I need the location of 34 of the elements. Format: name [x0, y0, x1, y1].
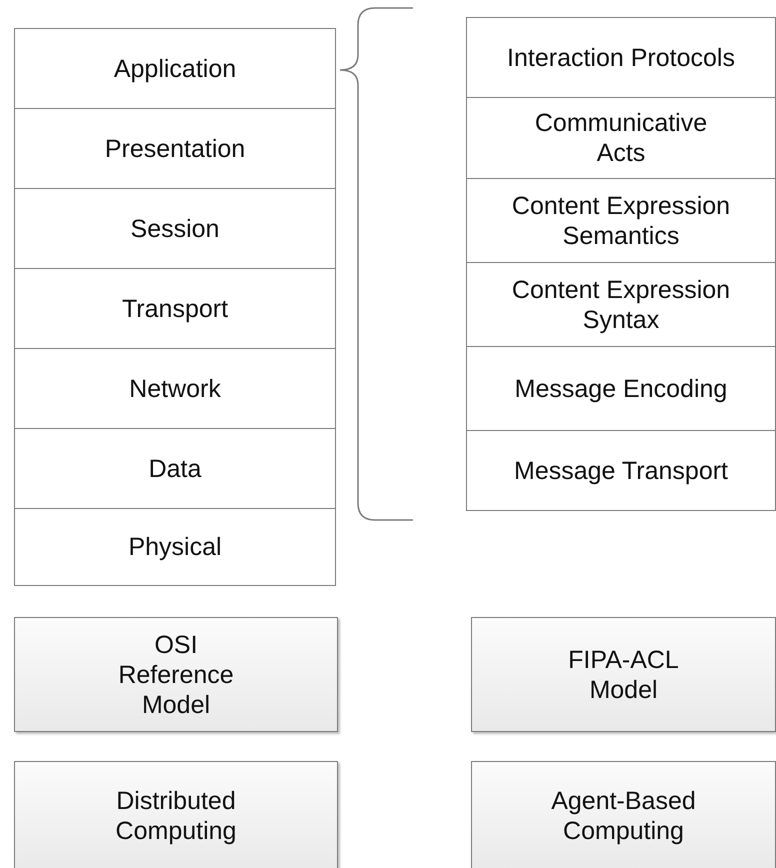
layer-box [466, 17, 776, 98]
layer-box [466, 262, 776, 347]
box-label: Message Transport [514, 456, 728, 486]
box-label: Session [130, 214, 220, 244]
box-label: Distributed Computing [114, 786, 238, 846]
model-box [14, 761, 338, 868]
box-label: OSI Reference Model [117, 630, 235, 720]
box-label: Physical [128, 532, 222, 562]
box-label: Content Expression Syntax [510, 274, 732, 334]
layer-box [14, 348, 336, 429]
box-label: Data [148, 454, 202, 484]
box-label: FIPA-ACL Model [567, 644, 680, 704]
layer-box [466, 346, 776, 431]
model-box [471, 617, 776, 732]
layer-box [14, 188, 336, 269]
box-label: Interaction Protocols [507, 42, 735, 72]
box-label: Message Encoding [514, 374, 728, 404]
layer-box [14, 428, 336, 509]
layer-box [14, 508, 336, 586]
box-label: Agent-Based Computing [550, 786, 697, 846]
layer-box [14, 28, 336, 109]
box-label: Content Expression Semantics [510, 190, 732, 250]
layer-box [14, 108, 336, 189]
layer-box [466, 178, 776, 263]
box-label: Presentation [104, 134, 246, 164]
model-box [14, 617, 338, 732]
box-label: Network [129, 374, 221, 404]
layer-box [466, 97, 776, 179]
layer-box [466, 430, 776, 511]
model-box [471, 761, 776, 868]
layer-box [14, 268, 336, 349]
box-label: Communicative Acts [534, 108, 708, 168]
box-label: Transport [122, 294, 228, 324]
box-label: Application [114, 54, 236, 84]
